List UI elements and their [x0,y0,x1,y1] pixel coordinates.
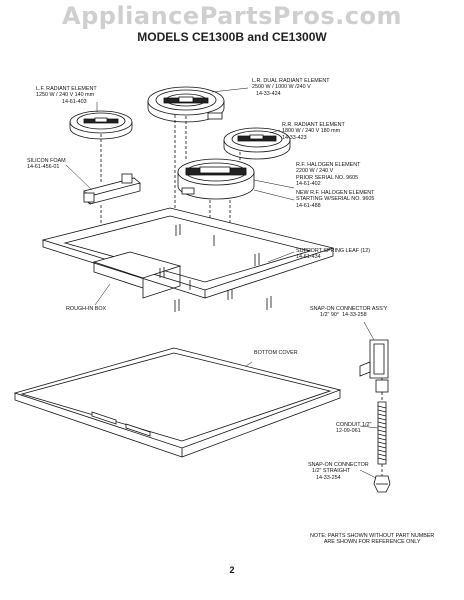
lf-radiant-element [69,110,133,140]
callout-leaders [65,87,379,479]
snap-on-connector-straight [373,475,391,493]
label-rough-in-box: ROUGH-IN BOX [66,306,107,312]
bottom-cover [13,347,342,458]
label-support-spring-leaf: SUPPORT SPRING LEAF (12) 14-61-434 [296,248,371,261]
label-snap-on-connector-assy: SNAP-ON CONNECTOR ASS'Y 1/2" 90° 14-33-2… [310,306,388,319]
rf-halogen-element [177,158,255,200]
diagram-title: MODELS CE1300B and CE1300W [137,30,327,44]
label-bottom-cover: BOTTOM COVER [254,350,298,356]
page-number: 2 [229,565,235,575]
label-snap-on-connector-straight: SNAP-ON CONNECTOR 1/2" STRAIGHT 14-33-25… [308,462,369,481]
label-new-rf-halogen-element: NEW R.F. HALOGEN ELEMENT STARTING W/SERI… [296,190,375,209]
label-rr-radiant-element: R.R. RADIANT ELEMENT 1800 W / 240 V 180 … [282,122,345,141]
watermark: AppliancePartsPros.com [62,2,402,30]
rr-radiant-element [223,127,291,160]
cooktop-frame [41,207,335,312]
label-lr-dual-radiant-element: L.R. DUAL RADIANT ELEMENT 2500 W / 1000 … [252,78,330,97]
label-silicon-foam: SILICON FOAM 14-61-456-01 [27,158,66,171]
silicon-foam-strips [83,173,141,205]
conduit [377,401,387,465]
note-reference-only: NOTE: PARTS SHOWN WITHOUT PART NUMBER AR… [310,533,435,546]
snap-on-connector-assembly [359,339,389,393]
label-lf-radiant-element: L.F. RADIANT ELEMENT 1250 W / 240 V 140 … [36,86,97,105]
label-conduit: CONDUIT 1/2" 12-09-061 [336,422,372,435]
lr-dual-radiant-element [147,86,225,123]
label-rf-halogen-element: R.F. HALOGEN ELEMENT 2200 W / 240 V PRIO… [296,162,361,188]
